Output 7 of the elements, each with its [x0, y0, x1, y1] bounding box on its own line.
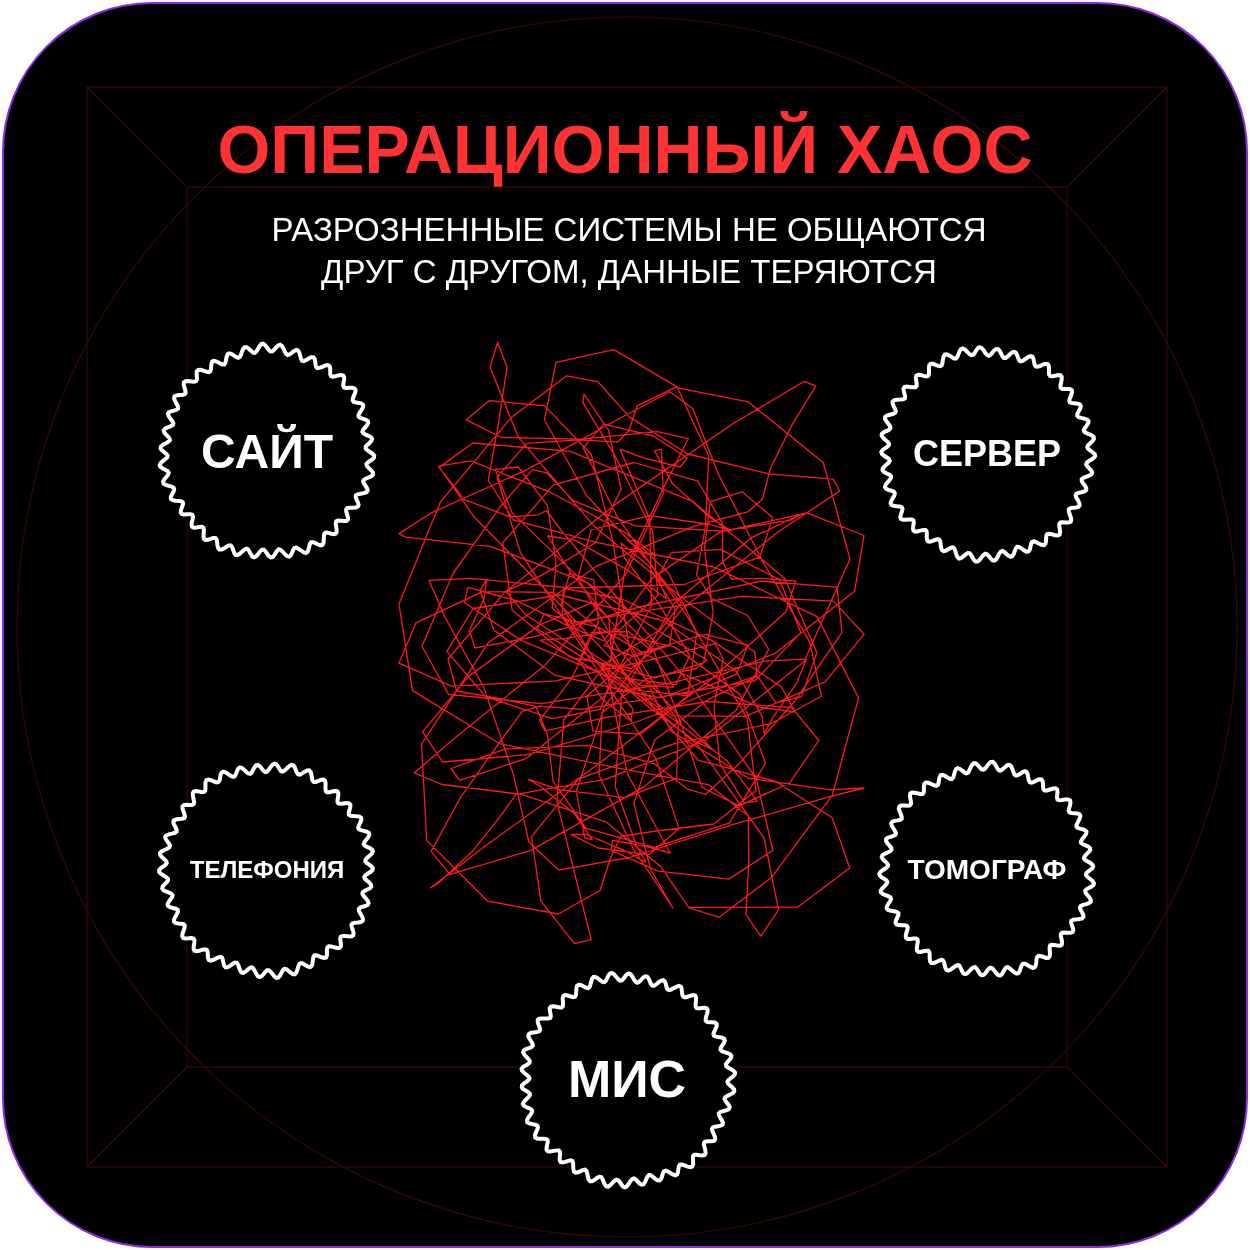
node-label: САЙТ: [201, 425, 333, 479]
node-label: ТЕЛЕФОНИЯ: [189, 856, 345, 884]
node-label: СЕРВЕР: [913, 434, 1061, 474]
node-label: МИС: [567, 1051, 687, 1109]
subtitle: РАЗРОЗНЕННЫЕ СИСТЕМЫ НЕ ОБЩАЮТСЯ ДРУГ С ДРУГОМ, ДАННЫЕ ТЕРЯЮТСЯ: [270, 210, 988, 292]
node-label: ТОМОГРАФ: [907, 854, 1067, 886]
title: ОПЕРАЦИОННЫЙ ХАОС: [216, 110, 1034, 189]
